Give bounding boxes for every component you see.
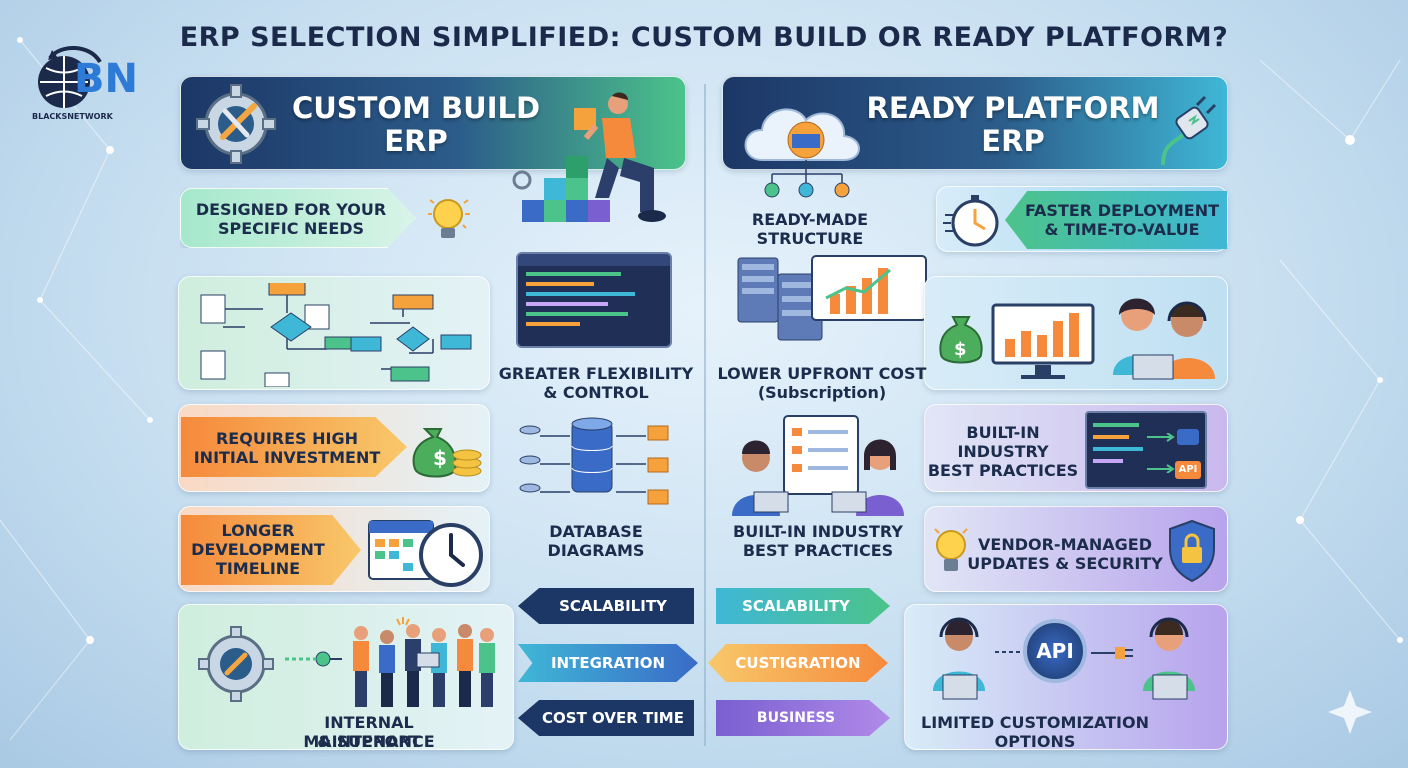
arrow-lines-icon xyxy=(1147,433,1175,473)
logo-text: BLACKSNETWORK xyxy=(32,112,113,121)
left-arrow-scalability: SCALABILITY xyxy=(518,588,694,624)
investment-arrow xyxy=(181,417,407,477)
custom-investment-card: REQUIRES HIGH INITIAL INVESTMENT $ xyxy=(178,404,490,492)
custom-maintenance-label-2: & SUPPORT xyxy=(317,732,421,751)
ready-cost-label-1: LOWER UPFRONT COST xyxy=(717,364,927,383)
globe-icon xyxy=(38,45,102,108)
custom-timeline-label-1: LONGER xyxy=(221,521,295,540)
left-arrow-cost-label: COST OVER TIME xyxy=(542,709,684,727)
ready-banner-line2: ERP xyxy=(981,124,1045,158)
custom-database-label-2: DIAGRAMS xyxy=(547,541,645,560)
support-agent-icon xyxy=(1143,617,1195,700)
right-arrow-scalability-label: SCALABILITY xyxy=(742,597,850,615)
gear-tool-icon xyxy=(198,626,274,702)
custom-needs-card: DESIGNED FOR YOUR SPECIFIC NEEDS xyxy=(180,188,416,248)
builder-illustration xyxy=(512,92,666,222)
right-arrow-scalability: SCALABILITY xyxy=(716,588,890,624)
connector-icon xyxy=(285,651,342,667)
ready-customization-card: API LIMITED CUSTOMIZATION OPTIONS xyxy=(904,604,1228,751)
cloud-gear-icon xyxy=(744,108,860,198)
api-badge xyxy=(1023,619,1087,683)
ready-practices-b-label-2: BEST PRACTICES xyxy=(742,541,894,560)
ready-structure-label-1: READY-MADE xyxy=(751,210,869,229)
custom-timeline-label-3: TIMELINE xyxy=(215,559,301,578)
ready-updates-card: VENDOR-MANAGED UPDATES & SECURITY xyxy=(924,506,1228,592)
svg-text:$: $ xyxy=(954,339,967,360)
api-label: API xyxy=(1036,639,1074,663)
ready-banner-line1: READY PLATFORM xyxy=(866,91,1160,125)
left-arrow-scalability-label: SCALABILITY xyxy=(559,597,667,615)
dash-line-left xyxy=(995,651,1025,653)
plug-icon xyxy=(1161,95,1217,166)
money-bag-icon: $ xyxy=(939,316,983,364)
calendar-clock-icon xyxy=(368,520,483,587)
stopwatch-icon xyxy=(943,195,999,247)
ready-customization-label-1: LIMITED CUSTOMIZATION xyxy=(921,713,1149,732)
custom-timeline-label-2: DEVELOPMENT xyxy=(191,540,325,559)
custom-investment-label-1: REQUIRES HIGH xyxy=(215,429,358,448)
left-arrow-integration: INTEGRATION xyxy=(518,644,698,682)
logo-letters: BN xyxy=(74,56,138,102)
team-illustration xyxy=(353,617,495,707)
support-agent-icon xyxy=(933,617,985,700)
code-window xyxy=(516,252,672,348)
ready-practices-a-label-2: INDUSTRY xyxy=(957,442,1049,461)
page-title: ERP SELECTION SIMPLIFIED: CUSTOM BUILD O… xyxy=(179,22,1229,53)
left-arrow-cost: COST OVER TIME xyxy=(518,700,694,736)
custom-maintenance-card: INTERNAL MAINTENANCE & SUPPORT xyxy=(178,604,514,751)
ready-practices-a-label-3: BEST PRACTICES xyxy=(927,461,1079,480)
ready-customization-label-2: OPTIONS xyxy=(994,732,1076,751)
ready-structure-label-2: STRUCTURE xyxy=(756,229,864,248)
ready-updates-label-1: VENDOR-MANAGED xyxy=(978,535,1152,554)
shield-lock-icon xyxy=(1169,519,1215,583)
lightbulb-icon xyxy=(428,199,470,238)
svg-text:$: $ xyxy=(433,446,447,470)
custom-investment-label-2: INITIAL INVESTMENT xyxy=(193,448,381,467)
right-arrow-custigration: CUSTIGRATION xyxy=(708,644,888,682)
custom-database-label-1: DATABASE xyxy=(549,522,643,541)
support-agents-icon xyxy=(1113,298,1215,380)
money-bag-icon: $ xyxy=(412,428,482,478)
custom-needs-label: DESIGNED FOR YOUR SPECIFIC NEEDS xyxy=(195,200,387,238)
ready-practices-a-label-1: BUILT-IN xyxy=(966,423,1040,442)
center-divider xyxy=(704,84,706,746)
integration-window: API xyxy=(1085,411,1207,489)
custom-banner-line2: ERP xyxy=(384,124,448,158)
custom-banner-line1: CUSTOM BUILD xyxy=(291,91,541,125)
custom-flexibility-label-2: & CONTROL xyxy=(543,383,649,402)
right-arrow-custigration-label: CUSTIGRATION xyxy=(735,654,861,672)
left-arrow-integration-label: INTEGRATION xyxy=(550,654,666,672)
right-arrow-maturity-label: BUSINESS MATURITY xyxy=(755,710,837,762)
lightbulb-icon xyxy=(934,528,968,571)
ready-cost-card: $ xyxy=(924,276,1228,390)
ready-deployment-label-2: & TIME-TO-VALUE xyxy=(1044,220,1200,239)
custom-flow-card xyxy=(178,276,490,390)
ready-cost-label-2: (Subscription) xyxy=(757,383,887,402)
gear-wrench-icon xyxy=(196,84,276,164)
custom-banner: CUSTOM BUILD ERP xyxy=(180,76,686,170)
custom-timeline-card: LONGER DEVELOPMENT TIMELINE xyxy=(178,506,490,592)
timeline-arrow xyxy=(181,515,361,585)
ready-deployment-card: FASTER DEPLOYMENT & TIME-TO-VALUE xyxy=(936,186,1228,252)
server-chart-icon xyxy=(737,255,927,341)
database-diagram-icon xyxy=(519,417,669,505)
ready-practices-b-label-1: BUILT-IN INDUSTRY xyxy=(733,522,903,541)
ready-updates-label-2: UPDATES & SECURITY xyxy=(967,554,1163,573)
monitor-chart-icon xyxy=(991,303,1095,379)
right-arrow-maturity: BUSINESS MATURITY xyxy=(716,700,890,736)
api-small-label: API xyxy=(1175,461,1201,479)
flowchart-diagram xyxy=(200,283,472,387)
ready-deployment-label-1: FASTER DEPLOYMENT xyxy=(1024,201,1220,220)
custom-maintenance-label-1: INTERNAL MAINTENANCE xyxy=(303,713,435,751)
deployment-arrow xyxy=(1005,191,1227,249)
ready-practices-card: BUILT-IN INDUSTRY BEST PRACTICES API xyxy=(924,404,1228,492)
team-laptops-icon xyxy=(732,415,904,516)
custom-flexibility-label-1: GREATER FLEXIBILITY xyxy=(498,364,694,383)
logo: BN BLACKSNETWORK xyxy=(30,36,138,126)
plug-small-icon xyxy=(1091,647,1133,659)
